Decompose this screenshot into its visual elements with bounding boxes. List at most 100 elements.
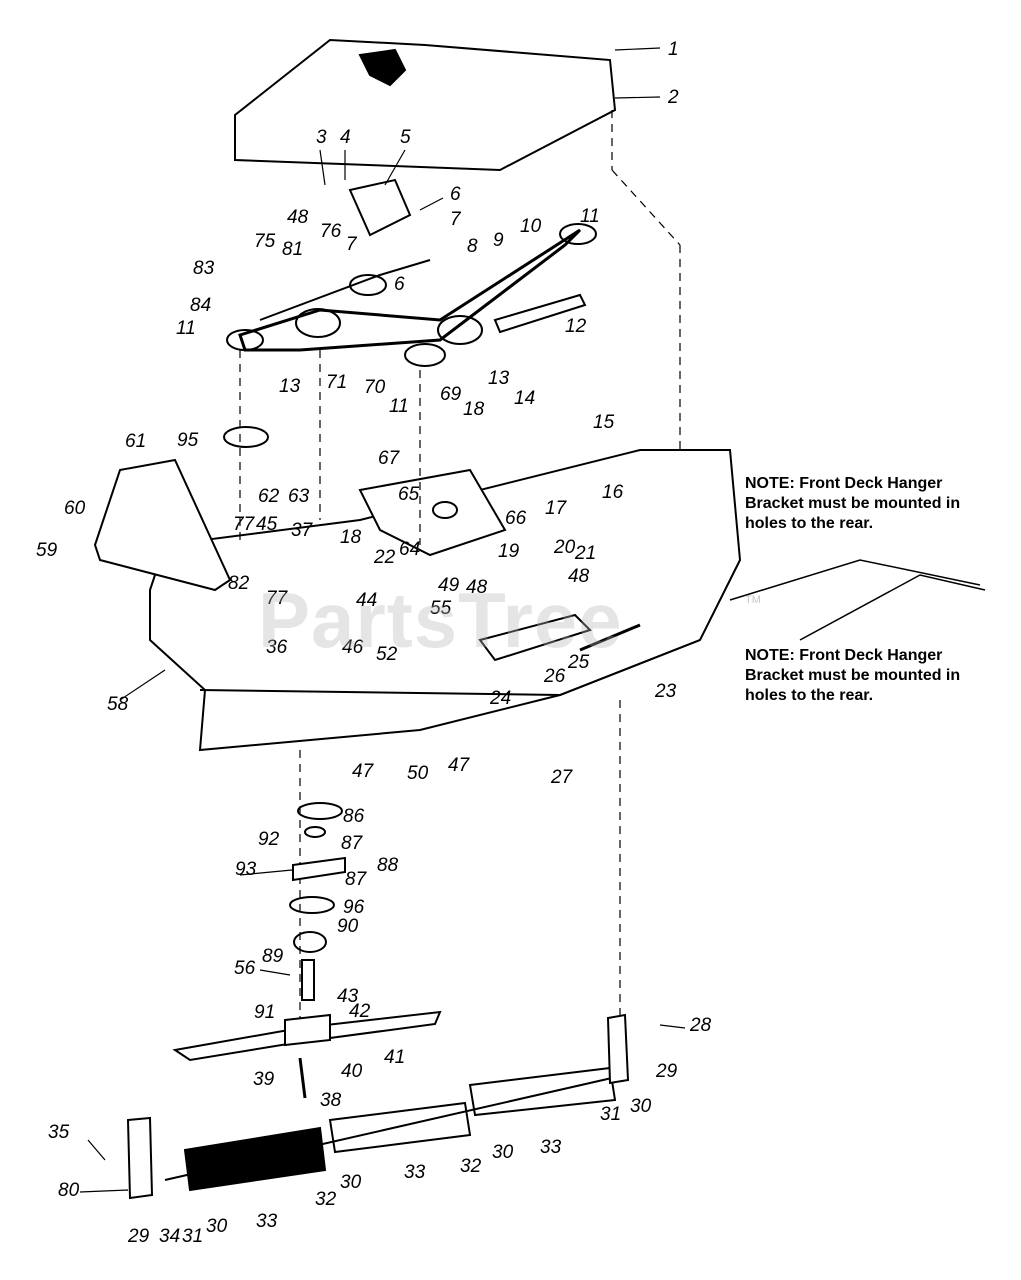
spindle-cap — [297, 802, 343, 820]
part-callout-28: 28 — [689, 1015, 712, 1036]
part-callout-71: 71 — [326, 372, 347, 393]
part-callout-84: 84 — [190, 295, 211, 316]
part-callout-80: 80 — [58, 1180, 80, 1201]
part-callout-61: 61 — [125, 431, 146, 452]
part-callout-46: 46 — [342, 637, 364, 658]
part-callout-48: 48 — [287, 207, 309, 228]
part-callout-15: 15 — [593, 412, 615, 433]
part-callout-87: 87 — [341, 833, 364, 854]
part-callout-48: 48 — [568, 566, 590, 587]
pulley-center — [404, 343, 446, 367]
part-callout-30: 30 — [340, 1172, 362, 1193]
part-callout-37: 37 — [291, 520, 314, 541]
part-callout-77: 77 — [233, 514, 256, 535]
part-callout-13: 13 — [279, 376, 301, 397]
part-callout-67: 67 — [378, 448, 401, 469]
pulley-far-right — [559, 223, 597, 245]
part-callout-31: 31 — [182, 1226, 203, 1247]
part-callout-90: 90 — [337, 916, 359, 937]
pulley-left — [226, 329, 264, 351]
part-callout-8: 8 — [467, 236, 478, 257]
cover-cutout — [358, 48, 407, 87]
part-callout-59: 59 — [36, 540, 58, 561]
part-callout-91: 91 — [254, 1002, 275, 1023]
part-callout-63: 63 — [288, 486, 310, 507]
part-callout-45: 45 — [256, 514, 278, 535]
part-callout-16: 16 — [602, 482, 624, 503]
part-callout-6: 6 — [394, 274, 405, 295]
part-callout-39: 39 — [253, 1069, 275, 1090]
part-callout-5: 5 — [400, 127, 411, 148]
part-callout-24: 24 — [489, 688, 511, 709]
part-callout-65: 65 — [398, 484, 420, 505]
part-callout-88: 88 — [377, 855, 399, 876]
watermark-trademark: TM — [745, 594, 761, 606]
part-callout-60: 60 — [64, 498, 86, 519]
pulley-center-left — [295, 308, 341, 338]
part-callout-9: 9 — [493, 230, 504, 251]
part-callout-77: 77 — [266, 588, 289, 609]
note-top: NOTE: Front Deck Hanger Bracket must be … — [745, 474, 960, 534]
deck-cover — [234, 38, 617, 172]
note-top-line-3: holes to the rear. — [745, 515, 874, 532]
part-callout-25: 25 — [567, 652, 590, 673]
drive-belt-inner — [259, 259, 431, 321]
part-callout-92: 92 — [258, 829, 280, 850]
part-callout-26: 26 — [543, 666, 566, 687]
roller-front — [468, 1066, 617, 1117]
part-callout-49: 49 — [438, 575, 460, 596]
drive-belt — [238, 228, 582, 352]
discharge-chute — [93, 458, 232, 592]
part-callout-11: 11 — [580, 206, 600, 227]
roller-middle — [328, 1101, 472, 1154]
note-bottom-line-2: Bracket must be mounted in — [745, 667, 961, 684]
part-callout-11: 11 — [176, 318, 196, 339]
roller-bracket-left — [126, 1116, 154, 1200]
blade-adapter — [284, 1013, 331, 1047]
part-callout-32: 32 — [460, 1156, 482, 1177]
part-callout-12: 12 — [565, 316, 587, 337]
note-top-line-2: Bracket must be mounted in — [745, 495, 961, 512]
part-callout-30: 30 — [206, 1216, 228, 1237]
axle-rod — [164, 1074, 626, 1181]
part-callout-22: 22 — [373, 547, 396, 568]
note-bottom: NOTE: Front Deck Hanger Bracket must be … — [745, 646, 960, 706]
part-callout-44: 44 — [356, 590, 377, 611]
part-callout-47: 47 — [352, 761, 375, 782]
part-callout-11: 11 — [389, 396, 409, 417]
watermark: PartsTree — [258, 576, 623, 664]
side-rail — [729, 559, 981, 601]
part-callout-41: 41 — [384, 1047, 405, 1068]
part-callout-47: 47 — [448, 755, 471, 776]
part-callout-75: 75 — [254, 231, 276, 252]
part-callout-87: 87 — [345, 869, 368, 890]
part-callout-3: 3 — [316, 127, 327, 148]
part-callout-82: 82 — [228, 573, 250, 594]
part-callout-40: 40 — [341, 1061, 363, 1082]
part-callout-20: 20 — [553, 537, 576, 558]
part-callout-42: 42 — [349, 1001, 371, 1022]
part-callout-17: 17 — [545, 498, 568, 519]
part-callout-62: 62 — [258, 486, 280, 507]
part-callout-95: 95 — [177, 430, 199, 451]
part-callout-69: 69 — [440, 384, 462, 405]
part-callout-64: 64 — [399, 539, 420, 560]
part-callout-30: 30 — [492, 1142, 514, 1163]
part-callout-13: 13 — [488, 368, 510, 389]
note-bottom-line-1: NOTE: Front Deck Hanger — [745, 647, 943, 664]
part-callout-76: 76 — [320, 221, 342, 242]
part-callout-56: 56 — [234, 958, 256, 979]
spindle-bearing-bottom — [293, 931, 327, 953]
part-callout-81: 81 — [282, 239, 303, 260]
part-callout-29: 29 — [655, 1061, 678, 1082]
part-callout-93: 93 — [235, 859, 257, 880]
spindle-housing — [292, 856, 346, 882]
part-callout-83: 83 — [193, 258, 215, 279]
part-callout-31: 31 — [600, 1104, 621, 1125]
part-callout-14: 14 — [514, 388, 535, 409]
part-callout-10: 10 — [520, 216, 542, 237]
part-callout-52: 52 — [376, 644, 398, 665]
part-callout-48: 48 — [466, 577, 488, 598]
part-callout-89: 89 — [262, 946, 284, 967]
